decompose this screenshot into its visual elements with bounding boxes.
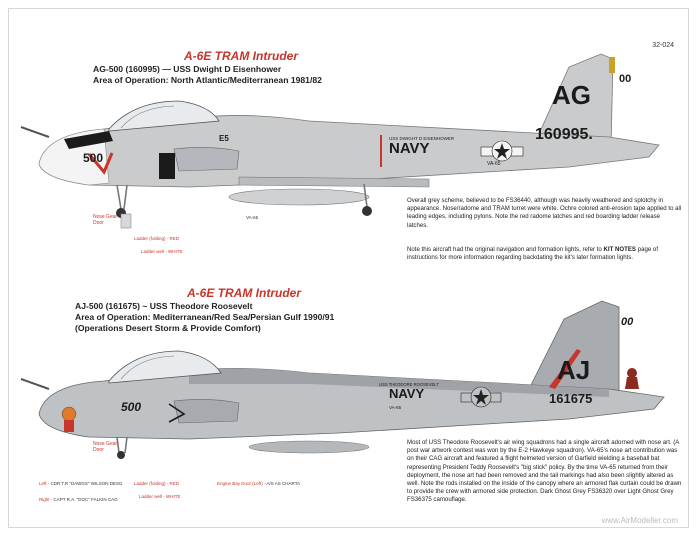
profile1-note-strong: KIT NOTES xyxy=(603,246,636,253)
profile1-tail-code: AG xyxy=(552,80,591,110)
profile2-right-text: CAPT R.A. "DOC" FALKIN CAG xyxy=(53,497,118,502)
profile2-description: Most of USS Theodore Roosevelt's air win… xyxy=(407,439,682,504)
profile2-engine-bay-label: Engine Bay Door (Left) - xyxy=(217,481,267,486)
watermark: www.AirModeller.com xyxy=(601,516,678,525)
profile2-ship-name: USS THEODORE ROOSEVELT xyxy=(379,382,439,387)
profile2-nose-number: 500 xyxy=(121,400,141,414)
profile2-engine-bay: Engine Bay Door (Left) - A/S AS CHARTA xyxy=(217,481,300,486)
profile1-nose-number: 500 xyxy=(83,151,103,165)
profile2-left-label: Left - xyxy=(39,481,51,486)
profile2-tail-code: AJ xyxy=(557,355,590,385)
profile2-bureau-number: 161675 xyxy=(549,391,592,406)
profile2-ladder-well: Ladder well - WHITE xyxy=(139,494,181,499)
profile2-modex: 00 xyxy=(621,316,634,328)
decal-sheet: 32-024 A-6E TRAM Intruder AG-500 (160995… xyxy=(8,8,689,528)
sheet-number: 32-024 xyxy=(652,42,674,49)
svg-text:E5: E5 xyxy=(219,134,229,143)
profile1-line1: AG-500 (160995) — USS Dwight D Eisenhowe… xyxy=(93,64,282,74)
profile1-note-before: Note this aircraft had the original navi… xyxy=(407,246,604,253)
profile2-title: A-6E TRAM Intruder xyxy=(187,286,301,300)
tail-art-icon xyxy=(625,368,639,389)
profile1-aircraft: AG 00 160995. NAVY USS DWIGHT D EISENHOW… xyxy=(20,53,660,229)
profile1-title: A-6E TRAM Intruder xyxy=(184,49,298,63)
profile2-right-label: Right - xyxy=(39,497,54,502)
profile1-bureau-number: 160995. xyxy=(535,126,593,143)
profile2-squadron: VA-65 xyxy=(389,405,402,410)
profile2-aircraft: AJ 00 161675 NAVY USS THEODORE ROOSEVELT… xyxy=(20,300,665,459)
profile1-modex: 00 xyxy=(619,73,631,85)
profile2-engine-bay-text: A/S AS CHARTA xyxy=(266,481,301,486)
profile2-line2: Area of Operation: Mediterranean/Red Sea… xyxy=(75,312,335,322)
profile1-line2: Area of Operation: North Atlantic/Medite… xyxy=(93,75,322,85)
profile2-nose-gear-label: Nose Gear Door xyxy=(93,441,118,453)
profile1-service: NAVY xyxy=(389,140,430,157)
profile2-right-art: Right - CAPT R.A. "DOC" FALKIN CAG xyxy=(39,497,118,502)
profile2-left-text: CDR T.R "DAWGS" WILSON DESG xyxy=(50,481,123,486)
profile2-left-art: Left - CDR T.R "DAWGS" WILSON DESG xyxy=(39,481,122,486)
profile1-tank-squadron: VA-65 xyxy=(246,215,259,220)
profile2-line1: AJ-500 (161675) ~ USS Theodore Roosevelt xyxy=(75,301,253,311)
garfield-nose-art-icon xyxy=(61,406,77,432)
profile1-note-after: page of instructions for more informatio… xyxy=(407,246,659,262)
profile1-ladder-folding: Ladder (folding) - RED xyxy=(134,236,180,241)
profile1-description: Overall grey scheme, believed to be FS36… xyxy=(407,197,682,229)
profile2-ladder-folding: Ladder (folding) - RED xyxy=(134,481,180,486)
profile1-note: Note this aircraft had the original navi… xyxy=(407,246,682,262)
profile1-ship-name: USS DWIGHT D EISENHOWER xyxy=(389,136,455,141)
profile1-squadron: VA-65 xyxy=(487,161,501,167)
profile2-service: NAVY xyxy=(389,386,424,401)
profile1-ladder-well: Ladder well - WHITE xyxy=(141,249,183,254)
profile1-nose-gear-label: Nose Gear Door xyxy=(93,214,118,226)
profile2-line3: (Operations Desert Storm & Provide Comfo… xyxy=(75,323,261,333)
